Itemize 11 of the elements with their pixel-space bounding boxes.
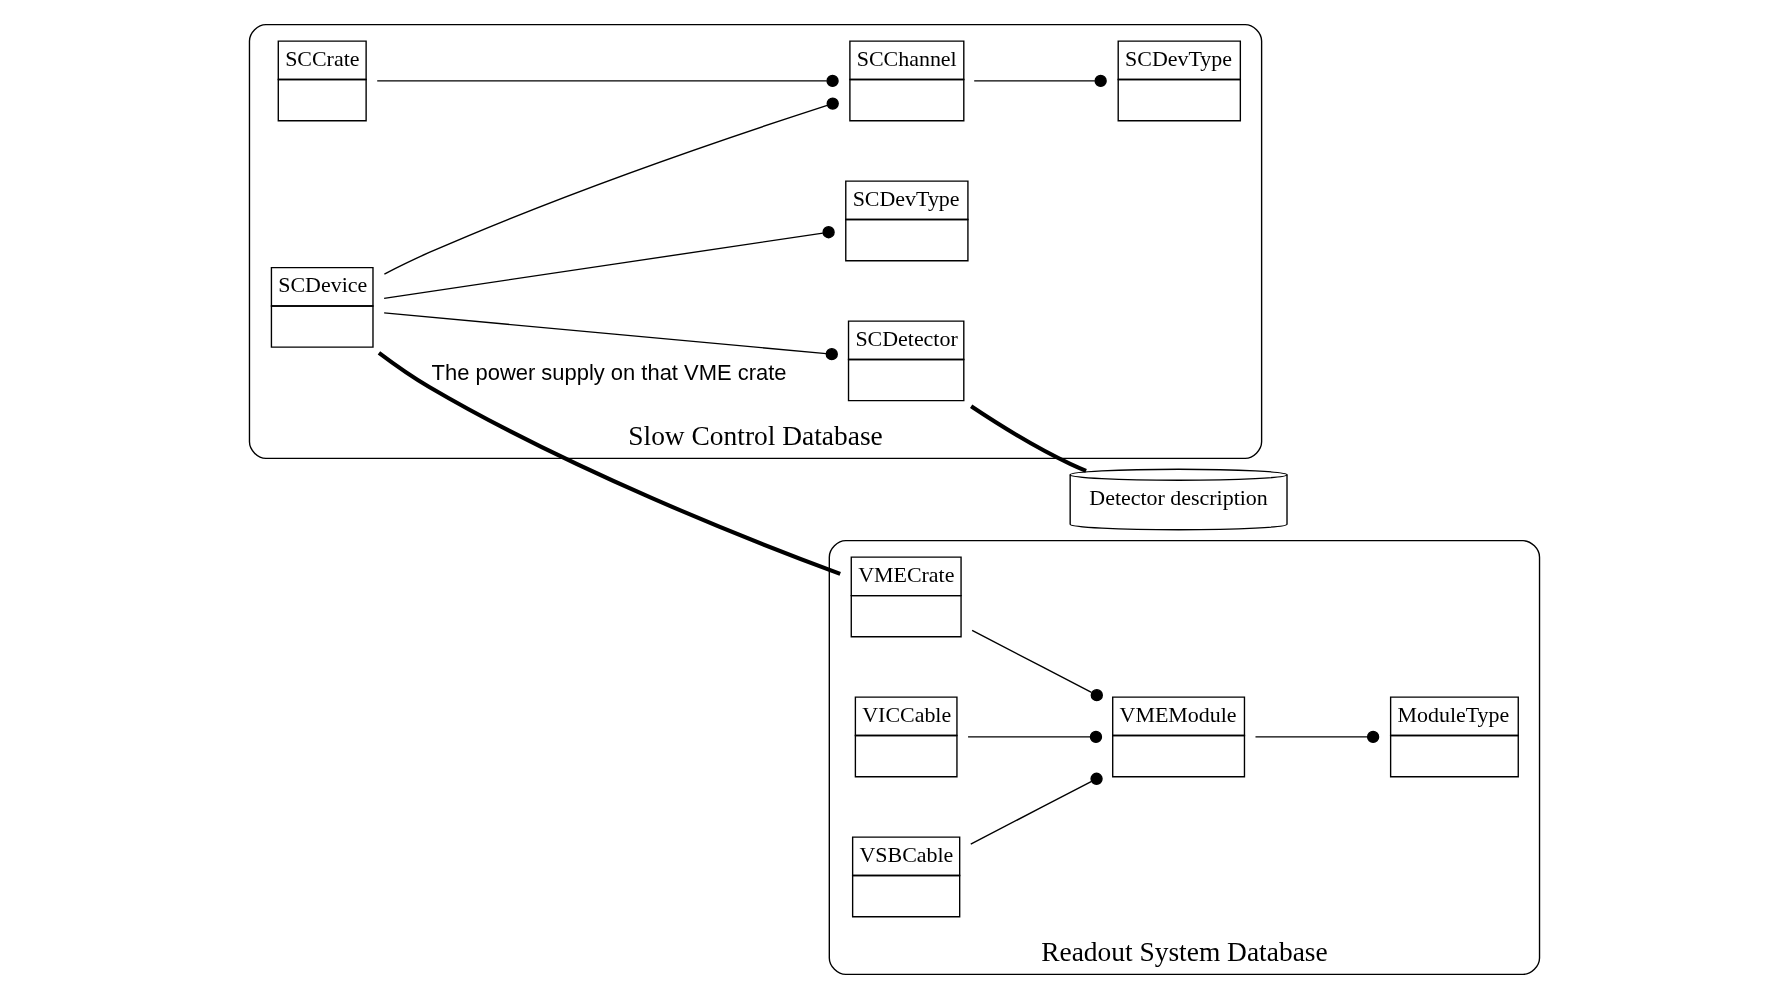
connector [1254, 730, 1380, 744]
connector [971, 629, 1103, 702]
connector [383, 312, 838, 361]
connector [967, 730, 1103, 744]
connector [376, 74, 839, 88]
edge-label: The power supply on that VME crate [431, 359, 787, 385]
connector [383, 226, 835, 300]
connector [973, 74, 1107, 88]
connector [970, 404, 1087, 473]
connector [970, 772, 1103, 845]
connector [383, 97, 839, 275]
